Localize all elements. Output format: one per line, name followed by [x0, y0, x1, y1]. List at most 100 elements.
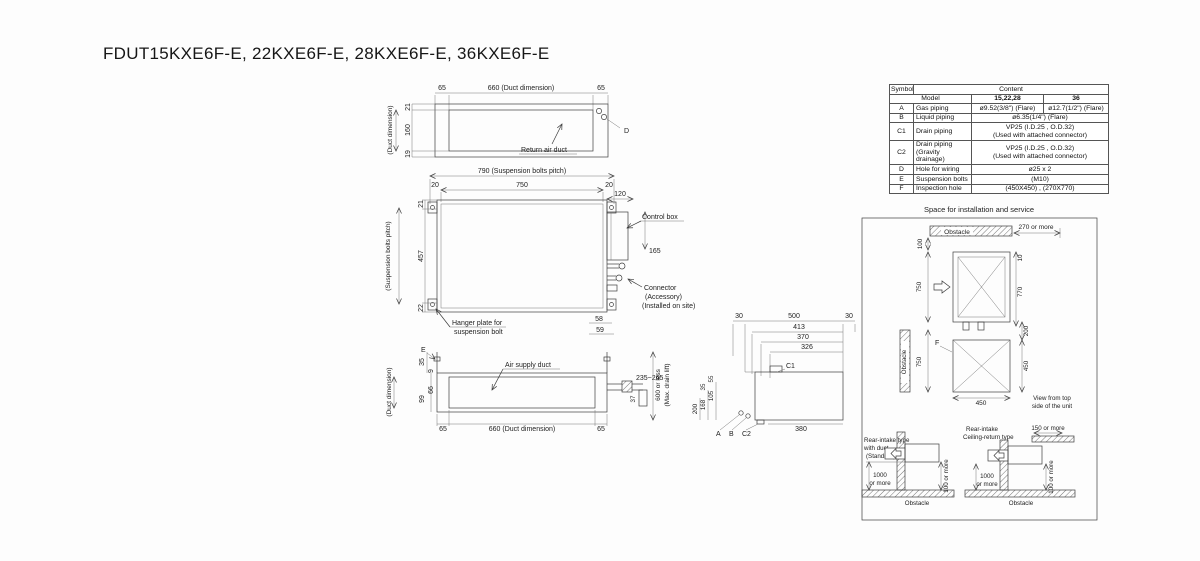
- obstacle-label-floor-left: Obstacle: [905, 500, 930, 507]
- top-view-unit-outline: [434, 103, 609, 158]
- install-dim-270: 270 or more: [1018, 224, 1053, 231]
- name-liquid-piping: Liquid piping: [913, 112, 972, 124]
- top-axis-label: (Duct dimension): [387, 105, 394, 154]
- front-dim-65-left: 65: [439, 426, 447, 433]
- plan-dim-790: 790 (Suspension bolts pitch): [478, 168, 566, 175]
- model-label: Model: [889, 93, 972, 105]
- model-title: FDUT15KXE6F-E, 22KXE6F-E, 28KXE6F-E, 36K…: [103, 44, 550, 63]
- right-dim-1000: 1000: [980, 473, 994, 480]
- front-dim-35: 35: [419, 358, 426, 366]
- plan-dim-165: 165: [649, 248, 661, 255]
- gas-piping-value-2: ø12.7(1/2") (Flare): [1043, 103, 1109, 114]
- hanger-plate-br: [606, 298, 617, 311]
- table-row-e: E Suspension bolts (M10): [889, 174, 1109, 185]
- return-air-duct-label: Return air duct: [521, 147, 567, 154]
- install-pipe-stub-1: [962, 321, 970, 331]
- side-dim-370: 370: [797, 334, 809, 341]
- control-box-label: Control box: [642, 214, 678, 221]
- symbol-b: B: [889, 112, 914, 124]
- side-view: 30 500 30 413 370 326 C1 55 35 105: [692, 313, 856, 438]
- drain-piping-value: VP25 (I.D.25 , O.D.32) (Used with attach…: [971, 122, 1109, 141]
- install-dim-450-bottom: 450: [976, 400, 987, 407]
- supply-duct-opening: [448, 376, 596, 409]
- left-type-label-1: Rear-intake type: [864, 437, 910, 444]
- connector-label-3: (Installed on site): [642, 303, 695, 310]
- installation-space-section: Space for installation and service Obsta…: [861, 205, 1098, 521]
- front-dim-65-right: 65: [597, 426, 605, 433]
- symbol-d: D: [889, 164, 914, 176]
- side-dim-200: 200: [692, 403, 699, 414]
- top-view: 65 660 (Duct dimension) 65 D Return air …: [387, 85, 629, 158]
- drain-lift-label-2: (Max. drain lift): [664, 364, 671, 407]
- marker-a: A: [716, 431, 721, 438]
- install-dim-200: 200: [1023, 325, 1030, 336]
- install-dim-100: 100: [917, 238, 924, 249]
- pipe-joint-1: [618, 262, 626, 270]
- pipe-joint-2: [615, 274, 623, 282]
- drain-gravity-value: VP25 (I.D.25 , O.D.32) (Used with attach…: [971, 139, 1109, 166]
- front-dim-37: 37: [630, 395, 637, 402]
- left-dim-100-or-more: 100 or more: [943, 459, 950, 493]
- wiring-hole-2: [601, 114, 607, 120]
- drain-gravity-value-line1: VP25 (I.D.25 , O.D.32): [1005, 144, 1075, 152]
- left-dim-1000: 1000: [873, 472, 887, 479]
- install-marker-f: F: [935, 340, 939, 347]
- model-value-1: 15,22,28: [971, 93, 1044, 105]
- top-dim-65-left: 65: [438, 85, 446, 92]
- ceiling-hatch-right: [1031, 435, 1075, 443]
- drain-gravity-line1: Drain piping: [916, 141, 953, 149]
- left-dim-1000-or-more: or more: [869, 480, 891, 487]
- header-content: Content: [913, 84, 1109, 95]
- install-dim-450-right: 450: [1023, 360, 1030, 371]
- plan-dim-750: 750: [516, 182, 528, 189]
- plan-unit-outline: [436, 199, 608, 313]
- right-dim-150: 150 or more: [1031, 425, 1065, 432]
- drain-flex-section: [621, 380, 633, 393]
- ceiling-return-diagram: Rear-intake Ceiling-return type 150 or m…: [963, 425, 1076, 507]
- front-axis-label: (Duct dimension): [386, 367, 393, 416]
- plan-dim-22: 22: [418, 304, 425, 312]
- plan-dim-120: 120: [614, 191, 626, 198]
- side-dim-55: 55: [708, 375, 715, 382]
- liquid-piping-value: ø6.35(1/4") (Flare): [971, 112, 1109, 124]
- install-section-border: [861, 217, 1098, 521]
- connector-label-2: (Accessory): [645, 294, 682, 301]
- right-dim-1000-or-more: or more: [976, 481, 998, 488]
- table-model-row: Model 15,22,28 36: [889, 93, 1109, 105]
- drain-stub: [606, 284, 618, 292]
- left-type-label-2: with duct: [863, 445, 889, 452]
- side-dim-105: 105: [708, 390, 715, 401]
- model-value-2: 36: [1043, 93, 1109, 105]
- plan-dim-21: 21: [418, 200, 425, 208]
- obstacle-label-left: Obstacle: [901, 349, 908, 374]
- table-row-c2: C2 Drain piping (Gravity drainage) VP25 …: [889, 139, 1109, 166]
- symbol-c2: C2: [889, 139, 914, 166]
- gas-piping-value-1: ø9.52(3/8") (Flare): [971, 103, 1044, 114]
- wall-hatch-right-mini: [999, 439, 1009, 491]
- table-row-d: D Hole for wiring ø25 x 2: [889, 164, 1109, 176]
- hole-wiring-value: ø25 x 2: [971, 164, 1109, 176]
- side-dim-413: 413: [793, 324, 805, 331]
- front-dim-660: 660 (Duct dimension): [489, 426, 556, 433]
- wiring-hole-1: [596, 108, 602, 114]
- side-dim-30-right: 30: [845, 313, 853, 320]
- table-row-c1: C1 Drain piping VP25 (I.D.25 , O.D.32) (…: [889, 122, 1109, 141]
- mini-unit-right: [1007, 445, 1043, 465]
- air-supply-duct-label: Air supply duct: [505, 362, 551, 369]
- front-dim-9: 9: [428, 369, 435, 373]
- plan-dim-59: 59: [596, 327, 604, 334]
- install-dim-750-upper: 750: [916, 281, 923, 292]
- install-dim-770: 770: [1017, 286, 1024, 297]
- front-dim-235-265: 235~265: [636, 375, 664, 382]
- symbol-table: Symbol Content Model 15,22,28 36 A Gas p…: [889, 84, 1109, 195]
- symbol-c1: C1: [889, 122, 914, 141]
- front-view: E Air supply duct 35 9 66 99 235~265 37 …: [386, 347, 671, 433]
- hanger-plate-tl: [427, 201, 438, 214]
- side-dim-35: 35: [700, 383, 707, 390]
- plan-dim-20-left: 20: [431, 182, 439, 189]
- table-row-b: B Liquid piping ø6.35(1/4") (Flare): [889, 112, 1109, 124]
- connector-label-1: Connector: [644, 285, 677, 292]
- return-duct-opening: [448, 109, 594, 152]
- inspection-hole-outline: [952, 339, 1011, 393]
- hanger-plate-bl: [427, 298, 438, 311]
